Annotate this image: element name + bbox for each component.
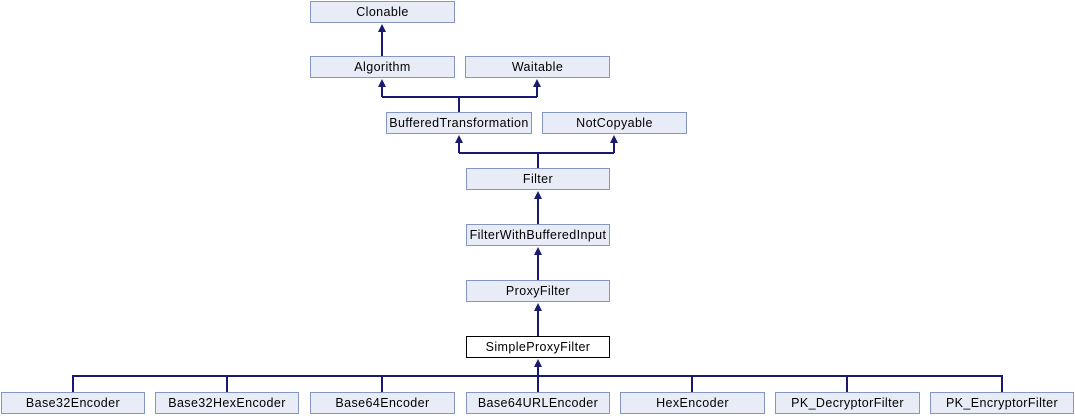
class-node-label: Base64URLEncoder bbox=[477, 396, 599, 411]
inheritance-line bbox=[381, 85, 383, 97]
class-node-label: NotCopyable bbox=[576, 116, 653, 131]
inheritance-line bbox=[536, 85, 538, 97]
class-node-clonable[interactable]: Clonable bbox=[310, 1, 455, 23]
inheritance-rail bbox=[459, 152, 614, 154]
inheritance-line bbox=[381, 30, 383, 56]
class-node-label: FilterWithBufferedInput bbox=[469, 228, 607, 243]
class-node-filterwithbufferedinput[interactable]: FilterWithBufferedInput bbox=[466, 224, 610, 246]
inheritance-stub bbox=[72, 375, 74, 392]
class-node-label: Base32Encoder bbox=[25, 396, 121, 411]
class-node-label: Filter bbox=[522, 172, 554, 187]
class-node-proxyfilter[interactable]: ProxyFilter bbox=[466, 280, 610, 302]
class-node-label: Clonable bbox=[356, 5, 409, 20]
class-node-base32encoder[interactable]: Base32Encoder bbox=[1, 392, 145, 414]
inheritance-line bbox=[537, 253, 539, 280]
class-node-simpleproxyfilter: SimpleProxyFilter bbox=[466, 336, 610, 358]
class-node-label: SimpleProxyFilter bbox=[485, 340, 591, 355]
class-node-label: Base64Encoder bbox=[335, 396, 430, 411]
class-node-label: HexEncoder bbox=[656, 396, 729, 411]
arrow-up-icon bbox=[533, 79, 541, 87]
class-node-algorithm[interactable]: Algorithm bbox=[310, 56, 455, 78]
inheritance-line bbox=[537, 365, 539, 376]
inheritance-stub bbox=[537, 152, 539, 168]
arrow-up-icon bbox=[610, 135, 618, 143]
arrow-up-icon bbox=[534, 247, 542, 255]
arrow-up-icon bbox=[534, 359, 542, 367]
inheritance-line bbox=[613, 141, 615, 153]
class-node-waitable[interactable]: Waitable bbox=[465, 56, 610, 78]
arrow-up-icon bbox=[534, 303, 542, 311]
class-node-label: ProxyFilter bbox=[505, 284, 571, 299]
arrow-up-icon bbox=[378, 79, 386, 87]
class-node-base64encoder[interactable]: Base64Encoder bbox=[310, 392, 455, 414]
class-node-base32hexencoder[interactable]: Base32HexEncoder bbox=[155, 392, 299, 414]
arrow-up-icon bbox=[378, 24, 386, 32]
class-node-notcopyable[interactable]: NotCopyable bbox=[542, 112, 687, 134]
inheritance-stub bbox=[458, 96, 460, 112]
inheritance-stub bbox=[691, 375, 693, 392]
class-node-pk-encryptorfilter[interactable]: PK_EncryptorFilter bbox=[930, 392, 1074, 414]
class-node-pk-decryptorfilter[interactable]: PK_DecryptorFilter bbox=[775, 392, 920, 414]
class-node-label: Waitable bbox=[511, 60, 564, 75]
inheritance-stub bbox=[537, 375, 539, 392]
inheritance-stub bbox=[1001, 375, 1003, 392]
arrow-up-icon bbox=[534, 191, 542, 199]
class-node-hexencoder[interactable]: HexEncoder bbox=[620, 392, 765, 414]
inheritance-stub bbox=[381, 375, 383, 392]
arrow-up-icon bbox=[455, 135, 463, 143]
class-node-label: BufferedTransformation bbox=[389, 116, 529, 131]
inheritance-line bbox=[537, 197, 539, 224]
inheritance-line bbox=[537, 309, 539, 336]
class-node-label: PK_EncryptorFilter bbox=[945, 396, 1059, 411]
class-node-label: Algorithm bbox=[354, 60, 411, 75]
class-node-base64urlencoder[interactable]: Base64URLEncoder bbox=[466, 392, 610, 414]
inheritance-stub bbox=[846, 375, 848, 392]
class-node-filter[interactable]: Filter bbox=[466, 168, 610, 190]
inheritance-stub bbox=[226, 375, 228, 392]
inheritance-line bbox=[458, 141, 460, 153]
class-node-label: PK_DecryptorFilter bbox=[791, 396, 904, 411]
class-node-label: Base32HexEncoder bbox=[168, 396, 286, 411]
class-node-bufferedtransformation[interactable]: BufferedTransformation bbox=[386, 112, 532, 134]
